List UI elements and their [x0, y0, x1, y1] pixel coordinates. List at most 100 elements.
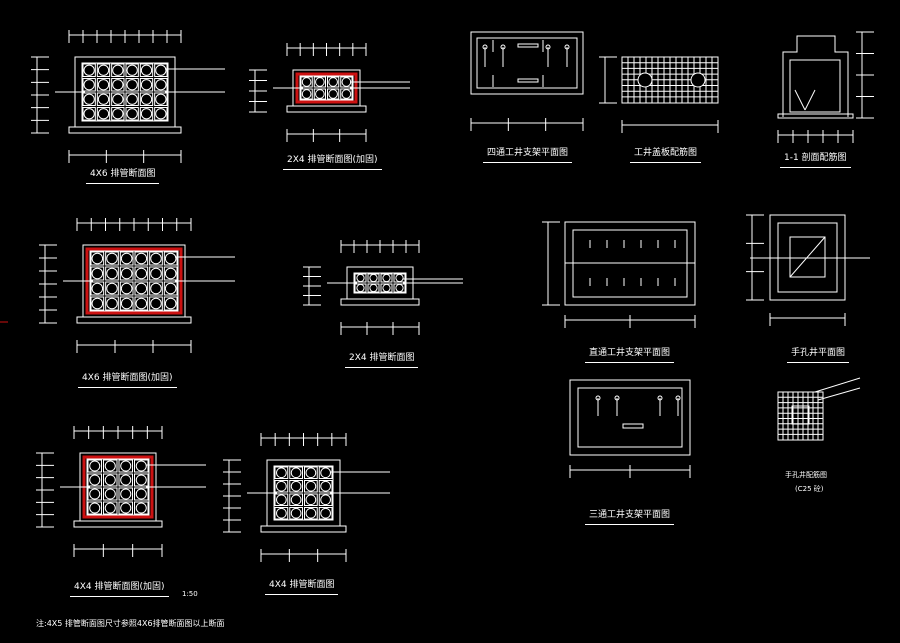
- duct-pipe: [369, 273, 378, 283]
- section-inner: [789, 59, 841, 113]
- bracket-bolt: [595, 395, 601, 401]
- duct-pipe: [290, 467, 302, 479]
- rebar: [804, 89, 816, 111]
- duct-bank-inner: [273, 465, 334, 521]
- duct-pipe: [155, 93, 167, 105]
- title-duct-4x4-reinforced: 4X4 排管断面图(加固): [70, 579, 169, 597]
- duct-pipe: [120, 474, 132, 486]
- duct-pipe: [135, 252, 148, 265]
- duct-cell: [274, 480, 289, 493]
- duct-pipe: [91, 267, 104, 280]
- duct-pipe: [89, 460, 101, 472]
- duct-pipe: [89, 502, 101, 514]
- well-inner: [476, 37, 578, 89]
- duct-cell: [90, 281, 105, 296]
- bracket-bolt: [564, 44, 570, 50]
- duct-pipe: [112, 64, 124, 76]
- duct-pipe: [83, 108, 95, 120]
- duct-cell: [327, 76, 340, 88]
- duct-cell: [304, 466, 318, 479]
- duct-pipe: [120, 460, 132, 472]
- duct-pipe: [135, 474, 147, 486]
- duct-cell: [82, 107, 96, 121]
- duct-pipe: [305, 507, 317, 519]
- duct-cell: [289, 493, 303, 506]
- duct-pipe: [315, 89, 325, 99]
- duct-pipe: [135, 502, 147, 514]
- handhole-slab: [777, 391, 824, 441]
- duct-pipe: [126, 79, 138, 91]
- duct-cell: [149, 281, 163, 296]
- title-straight-well-plan: 直通工井支架平面图: [585, 345, 675, 363]
- duct-cell: [134, 266, 149, 281]
- duct-cell: [300, 76, 313, 88]
- duct-cell: [318, 480, 333, 493]
- duct-cell: [96, 107, 111, 121]
- duct-cell: [304, 493, 318, 506]
- duct-pipe: [106, 282, 118, 295]
- duct-pipe: [155, 79, 167, 91]
- duct-bank-outline: [82, 244, 186, 318]
- duct-cell: [119, 266, 134, 281]
- duct-pipe: [276, 467, 287, 479]
- duct-pipe: [135, 267, 148, 280]
- duct-pipe: [126, 64, 138, 76]
- duct-pipe: [120, 297, 133, 310]
- reinforcement-cage: [82, 455, 154, 519]
- duct-pipe: [97, 93, 110, 105]
- duct-cell: [134, 501, 149, 515]
- duct-pipe: [126, 108, 138, 120]
- duct-cell: [327, 88, 340, 100]
- bracket-bolt: [614, 395, 620, 401]
- duct-pipe: [140, 79, 153, 91]
- duct-cell: [300, 88, 313, 100]
- duct-pipe: [320, 507, 331, 519]
- duct-pipe: [276, 507, 287, 519]
- duct-pipe: [155, 64, 167, 76]
- duct-pipe: [328, 89, 338, 99]
- duct-pipe: [341, 77, 352, 87]
- duct-pipe: [155, 108, 167, 120]
- duct-cell: [87, 501, 102, 515]
- bracket-bolt: [482, 44, 488, 50]
- duct-cell: [289, 466, 303, 479]
- bracket-bolt: [657, 395, 663, 401]
- duct-pipe: [301, 77, 312, 87]
- duct-cell: [96, 92, 111, 106]
- duct-cell: [105, 296, 119, 311]
- duct-pipe: [120, 267, 133, 280]
- concrete-base: [286, 105, 367, 113]
- duct-cell: [134, 487, 149, 501]
- cover-lift: [622, 423, 644, 429]
- duct-cell: [274, 507, 289, 520]
- duct-cell: [87, 473, 102, 487]
- duct-pipe: [126, 93, 138, 105]
- duct-pipe: [382, 283, 391, 293]
- duct-cell: [111, 78, 125, 92]
- duct-pipe: [140, 64, 153, 76]
- duct-pipe: [356, 283, 365, 293]
- duct-pipe: [164, 297, 177, 310]
- duct-cell: [163, 281, 178, 296]
- duct-cell: [82, 63, 96, 77]
- duct-cell: [149, 266, 163, 281]
- title-section-1-1: 1-1 剖面配筋图: [780, 150, 851, 168]
- duct-cell: [134, 281, 149, 296]
- duct-pipe: [356, 273, 365, 283]
- bracket-bolt: [675, 395, 681, 401]
- title-handhole-rebar: 手孔井配筋图: [785, 471, 827, 479]
- duct-pipe: [83, 79, 95, 91]
- duct-pipe: [97, 79, 110, 91]
- duct-cell: [154, 107, 168, 121]
- duct-pipe: [120, 488, 132, 500]
- handhole-opening: [791, 405, 810, 425]
- duct-pipe: [140, 93, 153, 105]
- duct-pipe: [89, 488, 101, 500]
- duct-pipe: [104, 474, 116, 486]
- duct-pipe: [91, 252, 104, 265]
- duct-bank-outline: [74, 56, 176, 128]
- duct-cell: [134, 473, 149, 487]
- duct-cell: [103, 501, 118, 515]
- duct-cell: [125, 78, 139, 92]
